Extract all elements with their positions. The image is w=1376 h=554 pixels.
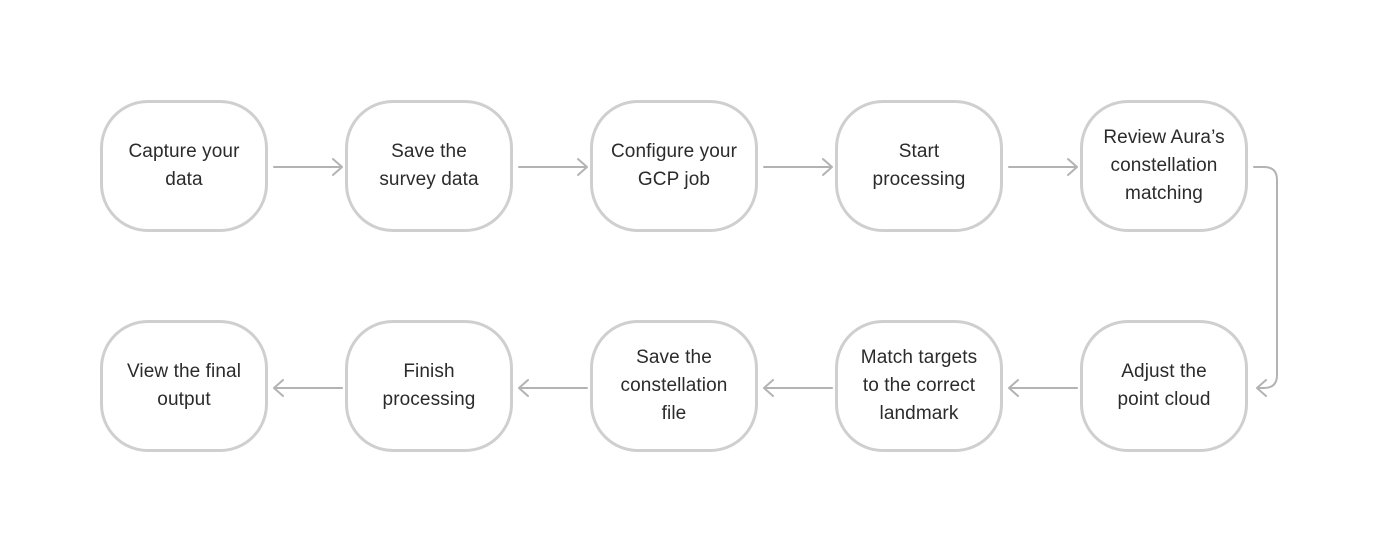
step-finish-processing: Finish processing bbox=[345, 320, 513, 452]
step-adjust-point-cloud: Adjust the point cloud bbox=[1080, 320, 1248, 452]
step-save-survey-data: Save the survey data bbox=[345, 100, 513, 232]
step-review-constellation-matching: Review Aura’s constellation matching bbox=[1080, 100, 1248, 232]
step-view-final-output: View the final output bbox=[100, 320, 268, 452]
step-save-constellation-file: Save the constellation file bbox=[590, 320, 758, 452]
step-label: Capture your data bbox=[128, 141, 240, 190]
arrow-1-to-2 bbox=[273, 158, 343, 176]
step-label: Start processing bbox=[872, 141, 966, 190]
arrow-9-to-10 bbox=[273, 379, 343, 397]
arrow-3-to-4 bbox=[763, 158, 833, 176]
arrow-2-to-3 bbox=[518, 158, 588, 176]
arrow-6-to-7 bbox=[1008, 379, 1078, 397]
arrow-8-to-9 bbox=[518, 379, 588, 397]
step-label: Review Aura’s constellation matching bbox=[1103, 127, 1225, 204]
step-label: View the final output bbox=[126, 361, 242, 410]
step-capture-data: Capture your data bbox=[100, 100, 268, 232]
step-label: Save the constellation file bbox=[620, 347, 728, 424]
step-label: Save the survey data bbox=[379, 141, 479, 190]
step-label: Configure your GCP job bbox=[610, 141, 738, 190]
step-label: Finish processing bbox=[382, 361, 476, 410]
step-label: Match targets to the correct landmark bbox=[860, 347, 978, 424]
arrow-4-to-5 bbox=[1008, 158, 1078, 176]
arrow-5-to-6 bbox=[1253, 166, 1278, 397]
step-label: Adjust the point cloud bbox=[1117, 361, 1211, 410]
step-match-targets: Match targets to the correct landmark bbox=[835, 320, 1003, 452]
step-start-processing: Start processing bbox=[835, 100, 1003, 232]
step-configure-gcp-job: Configure your GCP job bbox=[590, 100, 758, 232]
arrow-7-to-8 bbox=[763, 379, 833, 397]
